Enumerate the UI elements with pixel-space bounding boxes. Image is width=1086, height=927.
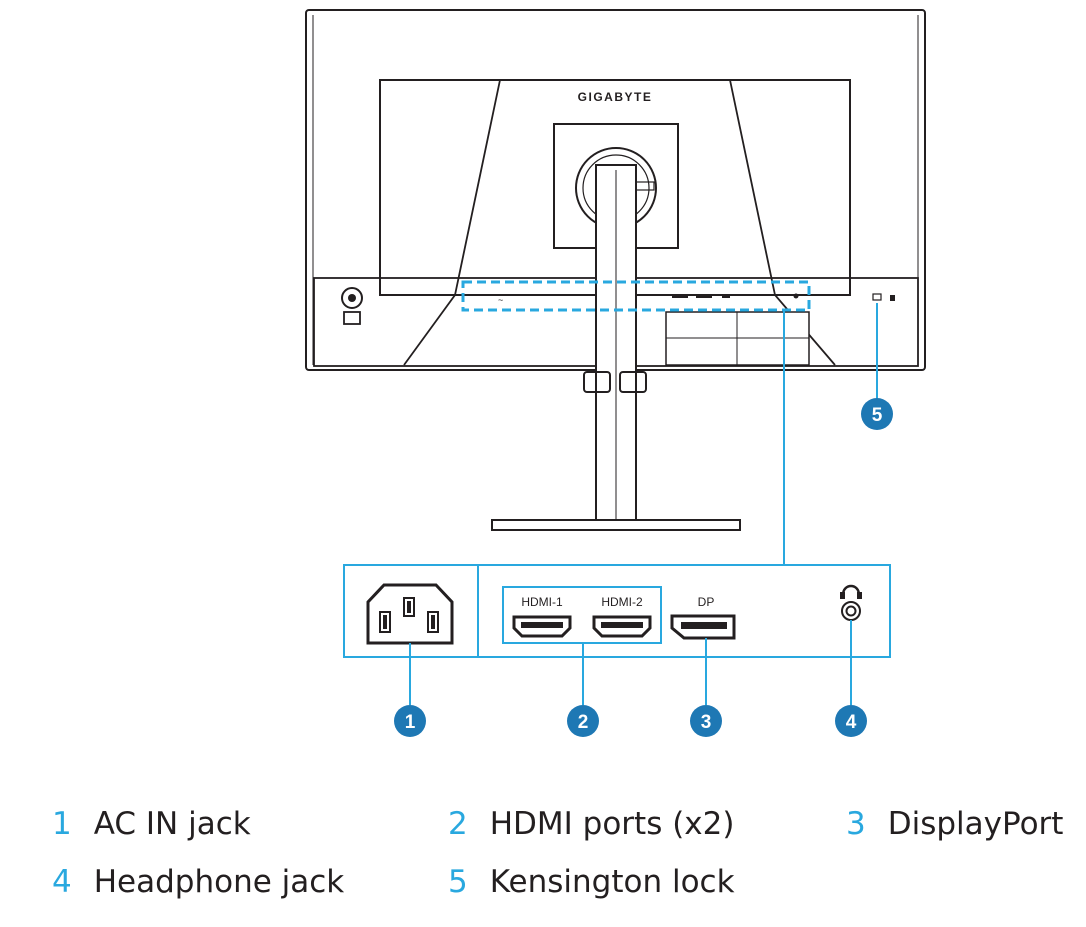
legend-number: 3 xyxy=(846,806,866,842)
legend-label: DisplayPort xyxy=(887,806,1064,842)
svg-text:3: 3 xyxy=(701,712,712,733)
stand-base xyxy=(491,519,741,531)
svg-text:1: 1 xyxy=(405,712,416,733)
legend: 1 AC IN jack 2 HDMI ports (x2) 3 DisplayPor… xyxy=(0,790,1086,920)
joystick-icon xyxy=(341,287,363,309)
kensington-slot xyxy=(872,293,882,301)
legend-item-4: 4 Headphone jack xyxy=(52,864,344,900)
hdmi1-port-icon xyxy=(512,615,572,638)
port-area-highlight xyxy=(461,280,811,312)
legend-label: Headphone jack xyxy=(93,864,345,900)
legend-number: 2 xyxy=(448,806,468,842)
legend-number: 1 xyxy=(52,806,72,842)
hdmi2-label: HDMI-2 xyxy=(601,595,643,609)
monitor-rear-diagram: GIGABYTE ~ HDMI-1 xyxy=(305,9,926,737)
ac-in-jack-icon xyxy=(366,583,454,645)
legend-item-5: 5 Kensington lock xyxy=(448,864,735,900)
dp-label: DP xyxy=(698,595,715,609)
svg-text:5: 5 xyxy=(872,405,883,426)
legend-label: HDMI ports (x2) xyxy=(489,806,735,842)
callout-badge-2: 2 xyxy=(567,705,599,737)
legend-item-3: 3 DisplayPort xyxy=(846,806,1063,842)
hdmi1-label: HDMI-1 xyxy=(521,595,563,609)
callout-badge-3: 3 xyxy=(690,705,722,737)
legend-label: AC IN jack xyxy=(93,806,251,842)
hdmi2-port-icon xyxy=(592,615,652,638)
svg-text:2: 2 xyxy=(578,712,589,733)
legend-number: 4 xyxy=(52,864,72,900)
callout-badge-1: 1 xyxy=(394,705,426,737)
legend-label: Kensington lock xyxy=(489,864,735,900)
svg-text:4: 4 xyxy=(846,712,857,733)
legend-item-2: 2 HDMI ports (x2) xyxy=(448,806,734,842)
brand-logo: GIGABYTE xyxy=(578,90,653,104)
callout-badge-5: 5 xyxy=(861,398,893,430)
callout-badge-4: 4 xyxy=(835,705,867,737)
svg-text:~: ~ xyxy=(498,295,503,305)
displayport-icon xyxy=(670,614,736,640)
legend-number: 5 xyxy=(448,864,468,900)
headphone-icon xyxy=(840,584,862,599)
legend-item-1: 1 AC IN jack xyxy=(52,806,251,842)
